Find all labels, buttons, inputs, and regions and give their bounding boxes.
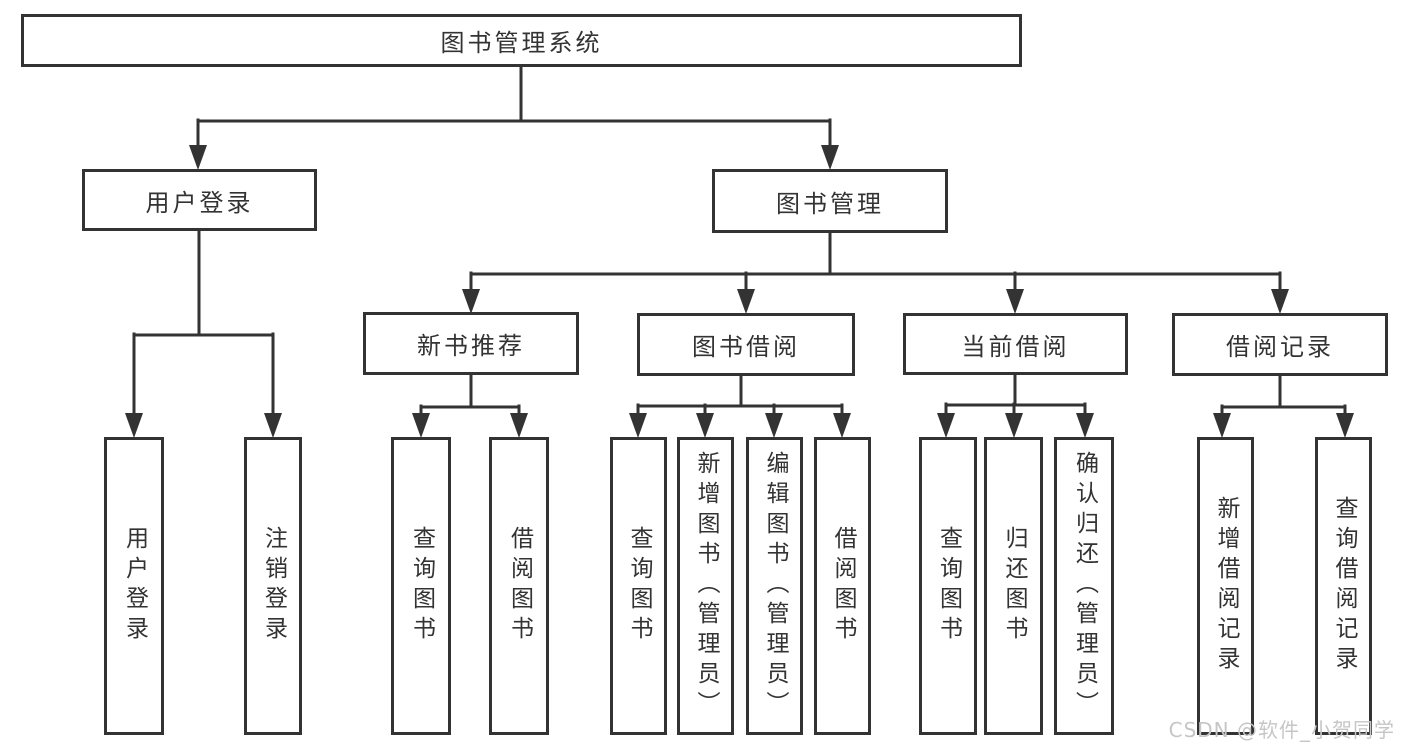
node-leaf-user-login: 用户登录 [104, 437, 164, 735]
node-bb-add-book-label: 新增图书（管理员） [693, 451, 719, 721]
arrow-down-icon [264, 413, 282, 438]
connector-user-login-children [125, 227, 282, 438]
node-nb-borrow-book-label: 借阅图书 [506, 526, 533, 646]
node-nb-query-book: 查询图书 [391, 437, 451, 735]
arrow-down-icon [1271, 289, 1289, 314]
arrow-down-icon [1076, 413, 1094, 438]
node-bb-borrow-book: 借阅图书 [814, 437, 871, 735]
node-bb-borrow-book-label: 借阅图书 [830, 526, 856, 646]
connector-current-borrow-children [937, 372, 1094, 438]
node-book-mgmt-label: 图书管理 [776, 189, 884, 218]
connector-book-borrow-children [629, 374, 851, 438]
node-cb-confirm-return-label: 确认归还（管理员） [1071, 451, 1098, 721]
node-nb-query-book-label: 查询图书 [408, 526, 435, 646]
node-new-book-rec-label: 新书推荐 [417, 332, 525, 360]
node-bb-add-book: 新增图书（管理员） [677, 437, 734, 735]
connector-root-to-level2 [189, 64, 839, 170]
node-cb-return-book: 归还图书 [984, 437, 1043, 735]
node-current-borrow-label: 当前借阅 [961, 332, 1070, 361]
arrow-down-icon [765, 413, 783, 438]
node-borrow-records-label: 借阅记录 [1226, 333, 1334, 361]
arrow-down-icon [189, 145, 207, 170]
node-leaf-logout: 注销登录 [244, 437, 302, 735]
node-book-mgmt: 图书管理 [712, 169, 948, 233]
node-root: 图书管理系统 [21, 14, 1022, 67]
node-user-login: 用户登录 [82, 169, 317, 231]
node-br-add-record: 新增借阅记录 [1197, 437, 1254, 735]
connector-borrow-records-children [1213, 374, 1354, 438]
node-nb-borrow-book: 借阅图书 [489, 437, 549, 735]
arrow-down-icon [1006, 289, 1024, 314]
node-root-label: 图书管理系统 [440, 29, 603, 57]
node-book-borrow-label: 图书借阅 [692, 333, 800, 361]
connector-new-book-children [412, 374, 528, 438]
arrow-down-icon [629, 413, 647, 438]
node-new-book-rec: 新书推荐 [363, 312, 579, 375]
node-cb-confirm-return: 确认归还（管理员） [1054, 437, 1114, 735]
node-br-query-record: 查询借阅记录 [1315, 437, 1372, 735]
arrow-down-icon [510, 413, 528, 438]
csdn-watermark: CSDN @软件_小贺同学 [1168, 718, 1395, 742]
connector-book-mgmt-children [462, 229, 1289, 314]
arrow-down-icon [833, 413, 851, 438]
node-leaf-user-login-label: 用户登录 [121, 526, 148, 646]
arrow-down-icon [821, 145, 839, 170]
arrow-down-icon [1005, 413, 1023, 438]
node-br-add-record-label: 新增借阅记录 [1213, 496, 1239, 676]
arrow-down-icon [737, 289, 755, 314]
node-bb-query-book-label: 查询图书 [626, 526, 652, 646]
node-cb-query-book: 查询图书 [919, 437, 977, 735]
arrow-down-icon [412, 413, 430, 438]
arrow-down-icon [462, 289, 480, 314]
node-br-query-record-label: 查询借阅记录 [1331, 496, 1357, 676]
node-book-borrow: 图书借阅 [637, 313, 855, 376]
node-leaf-logout-label: 注销登录 [260, 526, 287, 646]
node-user-login-label: 用户登录 [145, 188, 254, 217]
node-borrow-records: 借阅记录 [1172, 313, 1388, 376]
node-cb-query-book-label: 查询图书 [935, 526, 962, 646]
arrow-down-icon [1336, 413, 1354, 438]
node-bb-query-book: 查询图书 [610, 437, 667, 735]
arrow-down-icon [1213, 413, 1231, 438]
node-bb-edit-book: 编辑图书（管理员） [746, 437, 803, 735]
node-cb-return-book-label: 归还图书 [1001, 526, 1027, 646]
node-bb-edit-book-label: 编辑图书（管理员） [762, 451, 788, 721]
arrow-down-icon [937, 413, 955, 438]
node-current-borrow: 当前借阅 [903, 313, 1128, 375]
arrow-down-icon [125, 413, 143, 438]
arrow-down-icon [696, 413, 714, 438]
